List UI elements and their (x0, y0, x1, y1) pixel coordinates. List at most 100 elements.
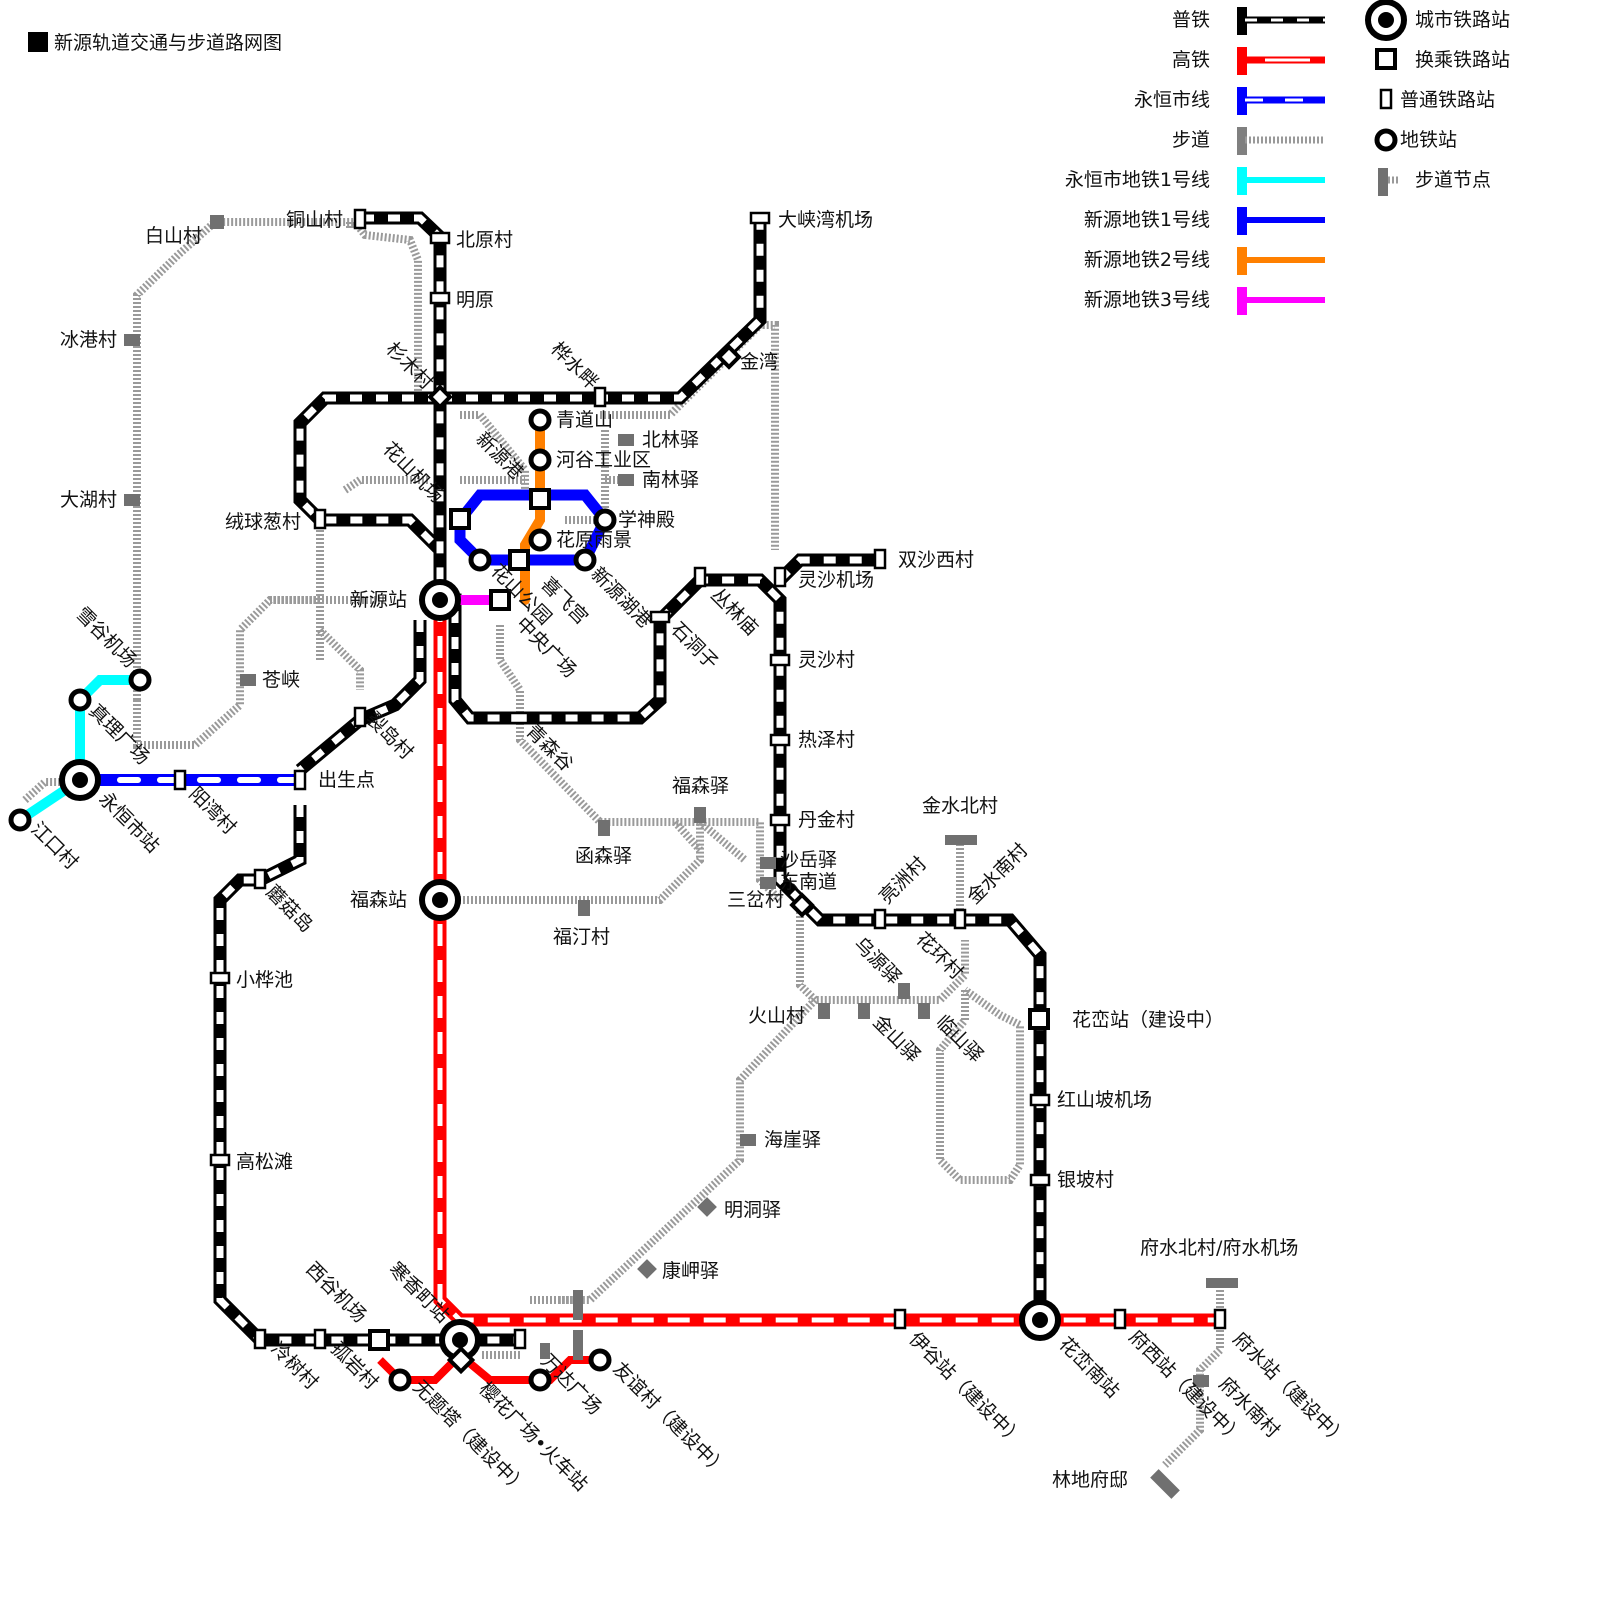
legend-rail-station-icon (1379, 88, 1393, 110)
label-liangzhou: 亮洲村 (875, 853, 931, 909)
label-wutita: 无题塔（建设中） (408, 1376, 531, 1499)
label-yangwan: 阳湾村 (184, 783, 240, 839)
label-zhenli: 真理广场 (84, 700, 153, 769)
label-fusen-yi: 福森驿 (672, 775, 729, 797)
legend-swatch-xy-metro1 (1237, 207, 1325, 235)
label-lingsha-village: 灵沙村 (798, 649, 855, 671)
label-huoshan: 火山村 (748, 1005, 805, 1027)
label-congling: 丛林庙 (706, 584, 762, 640)
label-chusheng: 出生点 (318, 769, 375, 791)
legend: 普铁 高铁 永恒市线 步道 永恒市地铁1号线 新源地铁1号线 新源地铁2号线 新… (1065, 0, 1510, 315)
trail-lindi (1162, 1290, 1224, 1468)
legend-swatch-yongheng-line (1237, 87, 1325, 115)
label-xueshendian: 学神殿 (618, 509, 675, 531)
legend-line-list: 普铁 高铁 永恒市线 步道 永恒市地铁1号线 新源地铁1号线 新源地铁2号线 新… (1065, 7, 1325, 315)
label-binggang: 冰港村 (60, 329, 117, 351)
label-yongheng: 永恒市站 (94, 788, 163, 857)
legend-swatch-trail (1237, 127, 1325, 155)
label-huashui: 桦水畔 (546, 338, 602, 394)
label-xiaohuachi: 小桦池 (236, 969, 293, 991)
legend-transfer-station-icon (1375, 48, 1397, 70)
legend-label-yh-metro1: 永恒市地铁1号线 (1065, 169, 1210, 191)
map-title-text: 新源轨道交通与步道路网图 (54, 32, 283, 54)
label-futing: 福汀村 (553, 926, 610, 948)
label-mogu: 蘑菇岛 (261, 881, 317, 937)
legend-label-xy-metro2: 新源地铁2号线 (1084, 249, 1210, 271)
label-youyi: 友谊村（建设中） (608, 1358, 731, 1481)
label-dahu: 大湖村 (60, 489, 117, 511)
label-shidongzi: 石洞子 (666, 618, 722, 674)
legend-symbol-list: 城市铁路站 换乘铁路站 普通铁路站 地铁站 步道节点 (1365, 0, 1510, 196)
legend-label-city-station: 城市铁路站 (1415, 9, 1510, 31)
label-fushui-north: 府水北村/府水机场 (1140, 1237, 1298, 1259)
label-xinyuan-lake: 新源湖港 (586, 563, 655, 632)
trail-node-icon (124, 215, 1238, 1499)
trail-jiangkou (22, 778, 70, 803)
label-hongshanpo: 红山坡机场 (1057, 1089, 1152, 1111)
label-huaman-south: 花峦南站 (1054, 1333, 1123, 1402)
label-hansen: 函森驿 (575, 845, 632, 867)
label-nanlin: 南林驿 (642, 469, 699, 491)
metro-station-icon (8, 408, 617, 1392)
label-daxiawan: 大峡湾机场 (778, 209, 873, 231)
legend-label-trail: 步道 (1172, 129, 1210, 151)
legend-label-xy-metro1: 新源地铁1号线 (1084, 209, 1210, 231)
trail-huashan-airport (342, 476, 430, 494)
label-dongnan: 东南道 (780, 871, 837, 893)
label-shanmu: 杉木村 (381, 338, 437, 394)
label-qingdaoshan: 青道山 (556, 409, 613, 431)
trail-huoshan (480, 997, 818, 1359)
label-hegu: 河谷工业区 (556, 449, 651, 471)
label-shuangsha-west: 双沙西村 (898, 549, 974, 571)
label-huaman-building: 花峦站（建设中） (1072, 1009, 1224, 1031)
legend-label-yongheng-line: 永恒市线 (1134, 89, 1210, 111)
label-danjin: 丹金村 (798, 809, 855, 831)
trail-rongqiu-cross (270, 530, 385, 690)
title-square-icon (28, 31, 48, 52)
legend-label-xy-metro3: 新源地铁3号线 (1084, 289, 1210, 311)
legend-label-trail-node: 步道节点 (1415, 169, 1491, 191)
city-station-icon (59, 579, 1061, 1361)
legend-label-metro-station: 地铁站 (1400, 129, 1457, 151)
trail-qingsengu (496, 625, 783, 903)
map-title: 新源轨道交通与步道路网图 (28, 28, 282, 55)
legend-label-rail-station: 普通铁路站 (1400, 89, 1495, 111)
label-yinpo: 银坡村 (1057, 1169, 1114, 1191)
label-yigu: 伊谷站（建设中） (904, 1328, 1027, 1451)
label-lingsha-airport: 灵沙机场 (798, 569, 874, 591)
label-huahuan: 花环村 (911, 928, 967, 984)
label-xinyuan: 新源站 (350, 589, 407, 611)
legend-swatch-hsr (1237, 47, 1325, 75)
label-tongshan: 铜山村 (286, 209, 343, 231)
label-liedao: 裂岛村 (361, 708, 417, 764)
label-jinshan: 金山驿 (868, 1011, 924, 1067)
legend-label-hsr: 高铁 (1172, 49, 1210, 71)
label-kangxia: 康岬驿 (662, 1260, 719, 1282)
rail-station-icon (173, 208, 1227, 1350)
transfer-station-icon (368, 344, 1050, 1375)
label-lindi: 林地府邸 (1052, 1469, 1128, 1491)
label-jinshui-south: 金水南村 (963, 839, 1032, 908)
label-huayuan-yujing: 花原雨景 (556, 529, 632, 551)
legend-metro-station-icon (1374, 128, 1398, 152)
legend-city-station-icon (1365, 0, 1407, 41)
trail-baishan-loop (133, 218, 422, 700)
label-fusen: 福森站 (350, 889, 407, 911)
label-jinwan: 金湾 (740, 351, 778, 373)
stations (8, 208, 1238, 1499)
trail-xinyuangang (460, 411, 529, 490)
legend-trail-node-icon (1378, 168, 1398, 196)
label-jinshui-north: 金水北村 (922, 795, 998, 817)
label-shayue: 沙岳驿 (780, 849, 837, 871)
label-baishan: 白山村 (145, 225, 202, 247)
label-beilin: 北林驿 (642, 429, 699, 451)
label-xuegu-airport: 雪谷机场 (71, 603, 140, 672)
label-haiya: 海崖驿 (764, 1129, 821, 1151)
label-jiangkou: 江口村 (26, 818, 82, 874)
label-gaosongtan: 高松滩 (236, 1151, 293, 1173)
label-mingyuan: 明原 (456, 289, 494, 311)
label-sancha: 三岔村 (727, 889, 784, 911)
trail-fusen (455, 818, 748, 904)
legend-swatch-yh-metro1 (1237, 167, 1325, 195)
